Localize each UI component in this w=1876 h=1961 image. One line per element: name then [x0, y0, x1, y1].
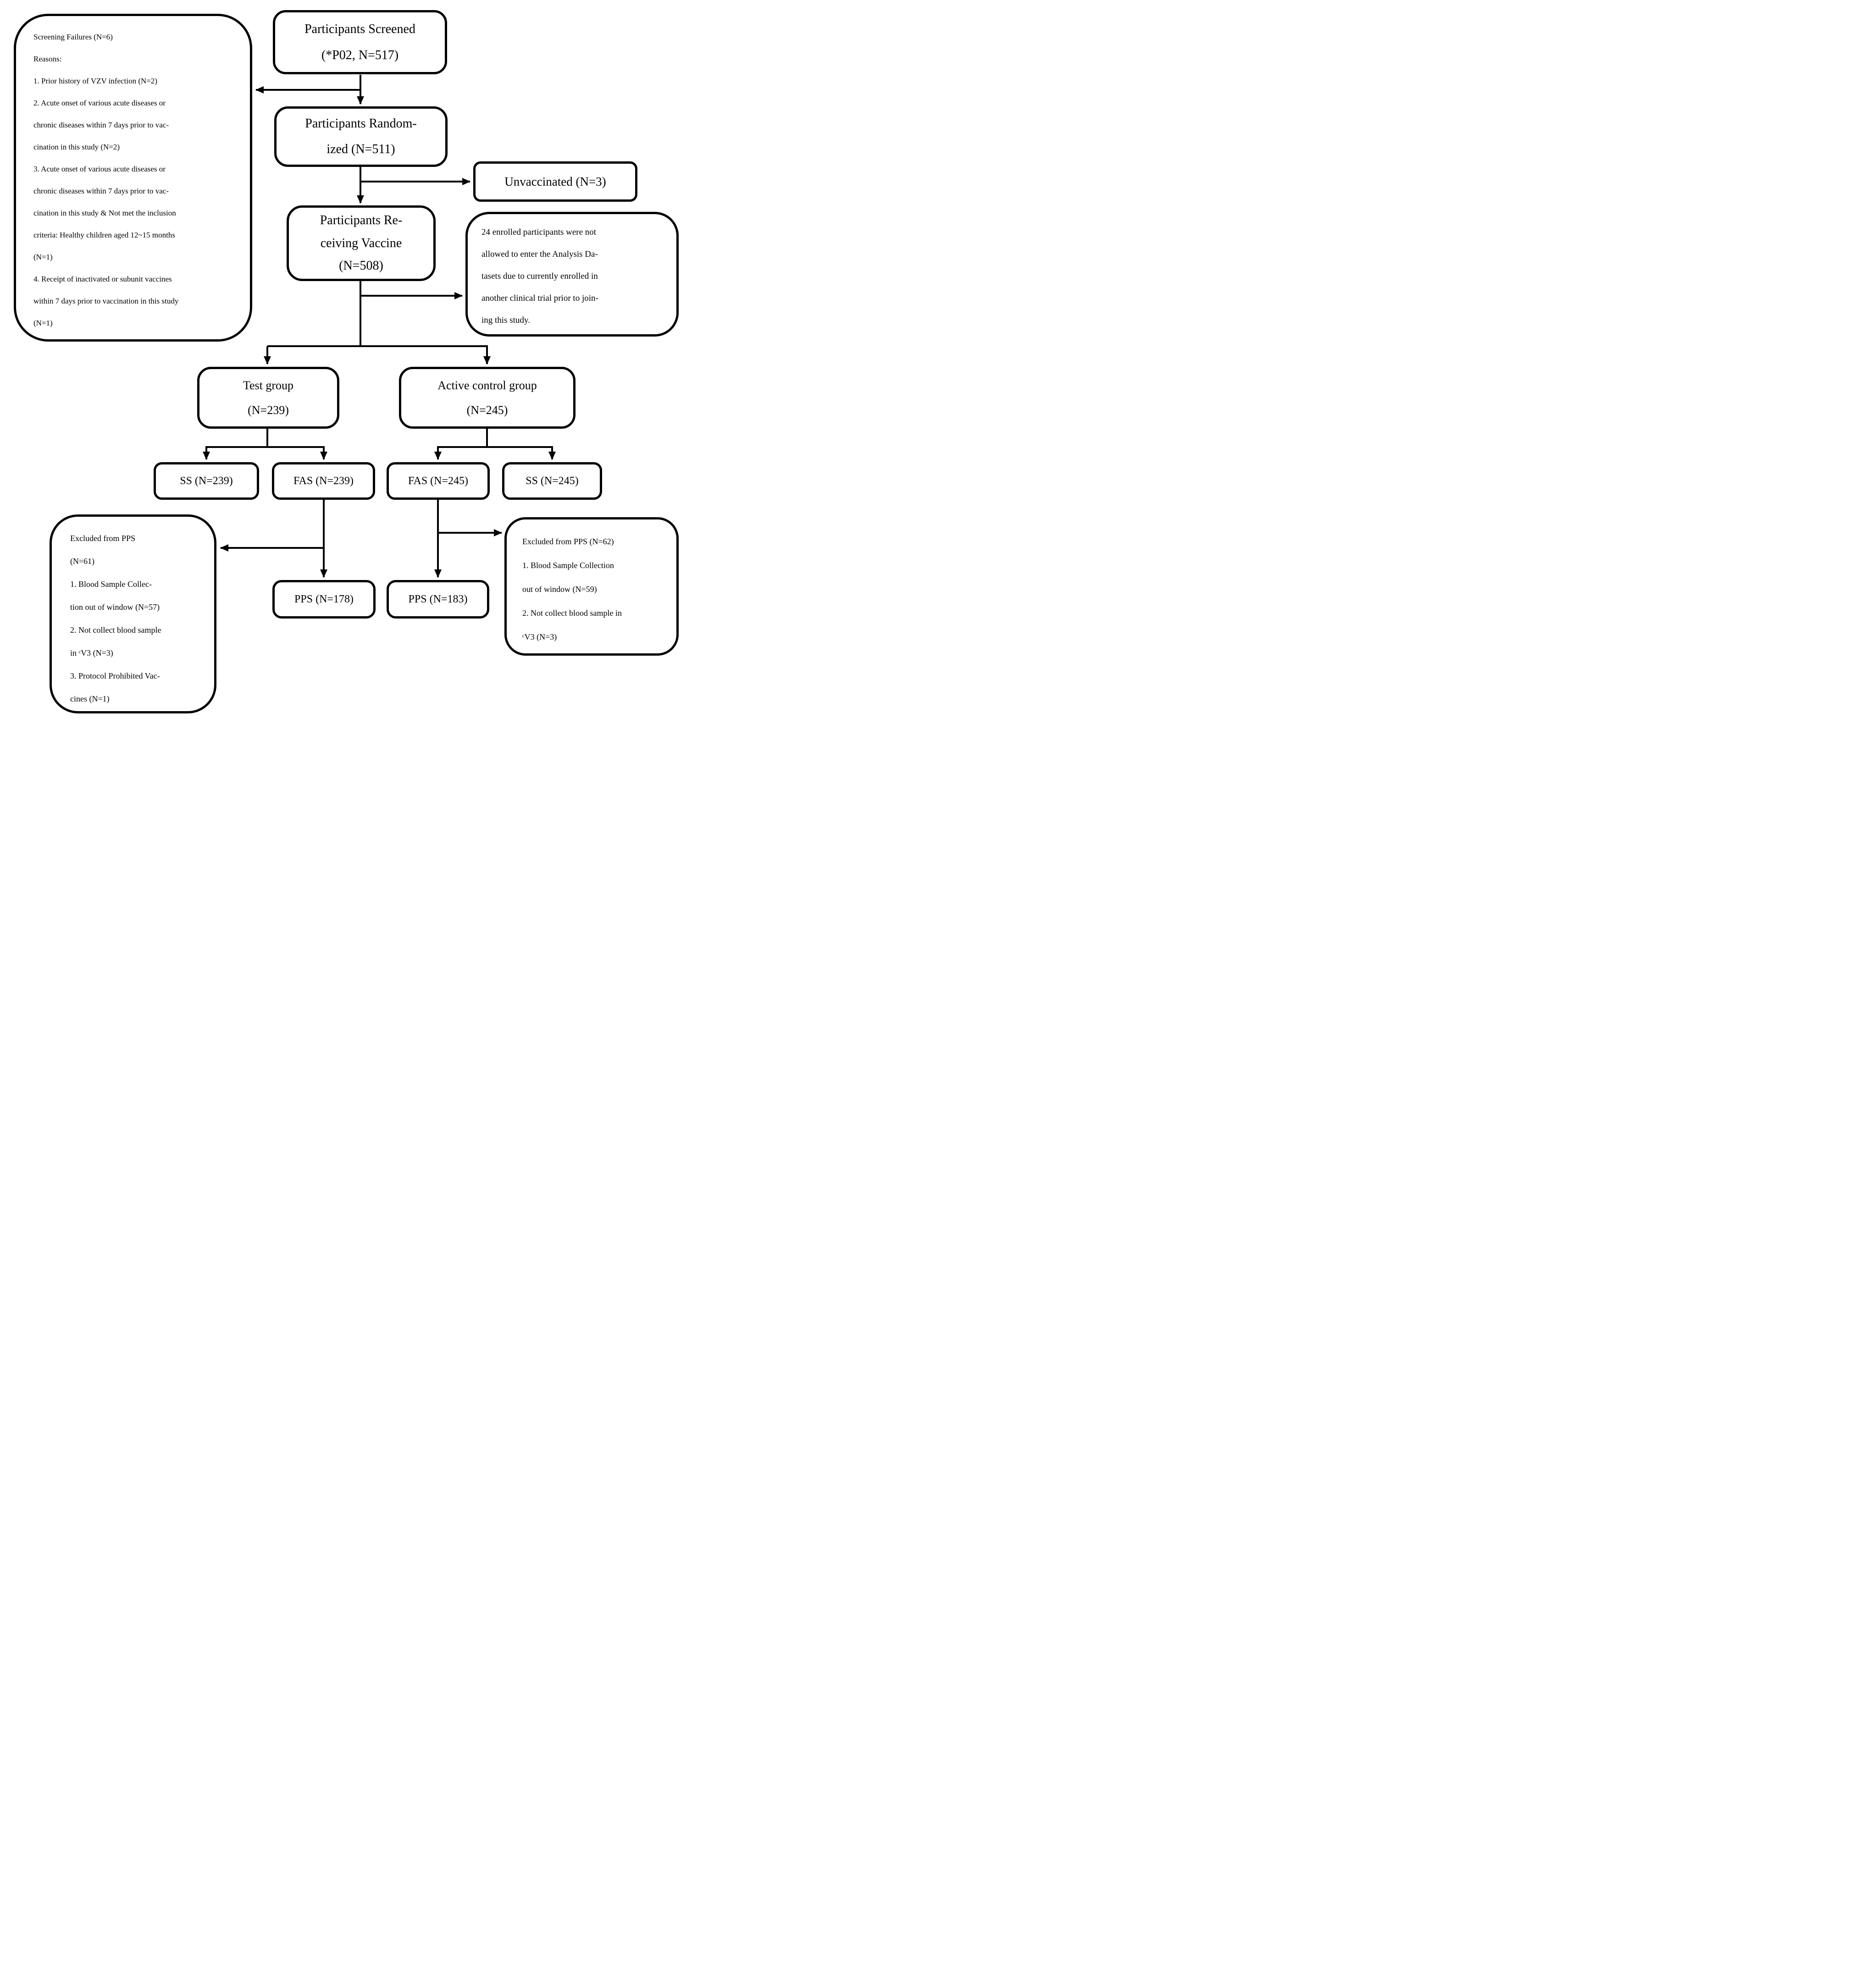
text-line: ing this study. — [481, 315, 530, 325]
text-line: 2. Not collect blood sample in — [522, 608, 622, 618]
fas-test-box: FAS (N=239) — [272, 462, 375, 500]
text-line: ized (N=511) — [327, 142, 395, 156]
text-line: criteria: Healthy children aged 12~15 mo… — [33, 231, 175, 239]
participants-screened-box: Participants Screened (*P02, N=517) — [273, 10, 447, 74]
excluded-pps-control-box: Excluded from PPS (N=62) 1. Blood Sample… — [504, 517, 679, 656]
text-line: another clinical trial prior to join- — [481, 293, 598, 303]
text-line: Excluded from PPS (N=62) — [522, 537, 614, 546]
text-line: (N=61) — [70, 557, 95, 566]
text-line: ᶜV3 (N=3) — [522, 632, 557, 641]
text-line: Screening Failures (N=6) — [33, 33, 113, 41]
fas-control-box: FAS (N=245) — [387, 462, 490, 500]
text-line: PPS (N=178) — [294, 593, 354, 605]
text-line: 3. Acute onset of various acute diseases… — [33, 165, 166, 173]
text-line: (*P02, N=517) — [321, 48, 399, 62]
text-line: 24 enrolled participants were not — [481, 227, 597, 237]
excluded-pps-test-box: Excluded from PPS (N=61) 1. Blood Sample… — [50, 514, 216, 713]
text-line: cines (N=1) — [70, 694, 110, 703]
text-line: tion out of window (N=57) — [70, 602, 160, 612]
text-line: cination in this study (N=2) — [33, 143, 120, 151]
text-line: Test group — [243, 379, 294, 392]
ss-test-box: SS (N=239) — [154, 462, 259, 500]
text-line: SS (N=245) — [526, 475, 579, 487]
pps-control-box: PPS (N=183) — [387, 580, 489, 619]
not-in-analysis-box: 24 enrolled participants were not allowe… — [465, 212, 679, 337]
text-line: 2. Not collect blood sample — [70, 625, 161, 635]
text-line: tasets due to currently enrolled in — [481, 271, 598, 281]
participants-receiving-vaccine-box: Participants Re- ceiving Vaccine (N=508) — [287, 205, 436, 281]
text-line: (N=508) — [339, 259, 383, 273]
text-line: chronic diseases within 7 days prior to … — [33, 121, 169, 129]
text-line: 3. Protocol Prohibited Vac- — [70, 671, 160, 680]
text-line: (N=239) — [248, 403, 289, 417]
text-line: 4. Receipt of inactivated or subunit vac… — [33, 275, 172, 283]
active-control-group-box: Active control group (N=245) — [399, 367, 576, 429]
text-line: Participants Random- — [305, 116, 417, 131]
text-line: SS (N=239) — [180, 475, 233, 487]
text-line: 2. Acute onset of various acute diseases… — [33, 99, 166, 107]
participant-flow-diagram: Participants Screened (*P02, N=517) Scre… — [0, 0, 683, 714]
text-line: PPS (N=183) — [408, 593, 468, 605]
text-line: FAS (N=239) — [293, 475, 354, 487]
text-line: Participants Re- — [320, 213, 403, 227]
text-line: Excluded from PPS — [70, 534, 135, 543]
text-line: (N=1) — [33, 319, 53, 327]
text-line: in ᶜV3 (N=3) — [70, 648, 113, 657]
text-line: 1. Blood Sample Collec- — [70, 580, 152, 589]
text-line: (N=245) — [466, 403, 508, 417]
text-line: Reasons: — [33, 55, 62, 63]
text-line: Unvaccinated (N=3) — [504, 174, 606, 188]
screening-failures-box: Screening Failures (N=6) Reasons: 1. Pri… — [14, 14, 252, 342]
text-line: out of window (N=59) — [522, 585, 597, 594]
text-line: ceiving Vaccine — [320, 236, 402, 250]
text-line: FAS (N=245) — [408, 475, 469, 487]
pps-test-box: PPS (N=178) — [272, 580, 376, 619]
ss-control-box: SS (N=245) — [502, 462, 602, 500]
text-line: (N=1) — [33, 253, 53, 261]
test-group-box: Test group (N=239) — [197, 367, 339, 429]
participants-randomized-box: Participants Random- ized (N=511) — [274, 106, 448, 167]
text-line: Participants Screened — [304, 22, 415, 36]
unvaccinated-box: Unvaccinated (N=3) — [473, 161, 637, 202]
text-line: within 7 days prior to vaccination in th… — [33, 297, 179, 305]
text-line: 1. Blood Sample Collection — [522, 561, 614, 570]
text-line: 1. Prior history of VZV infection (N=2) — [33, 77, 158, 85]
text-line: allowed to enter the Analysis Da- — [481, 249, 598, 259]
text-line: cination in this study & Not met the inc… — [33, 209, 176, 217]
text-line: Active control group — [437, 379, 537, 392]
text-line: chronic diseases within 7 days prior to … — [33, 187, 169, 195]
